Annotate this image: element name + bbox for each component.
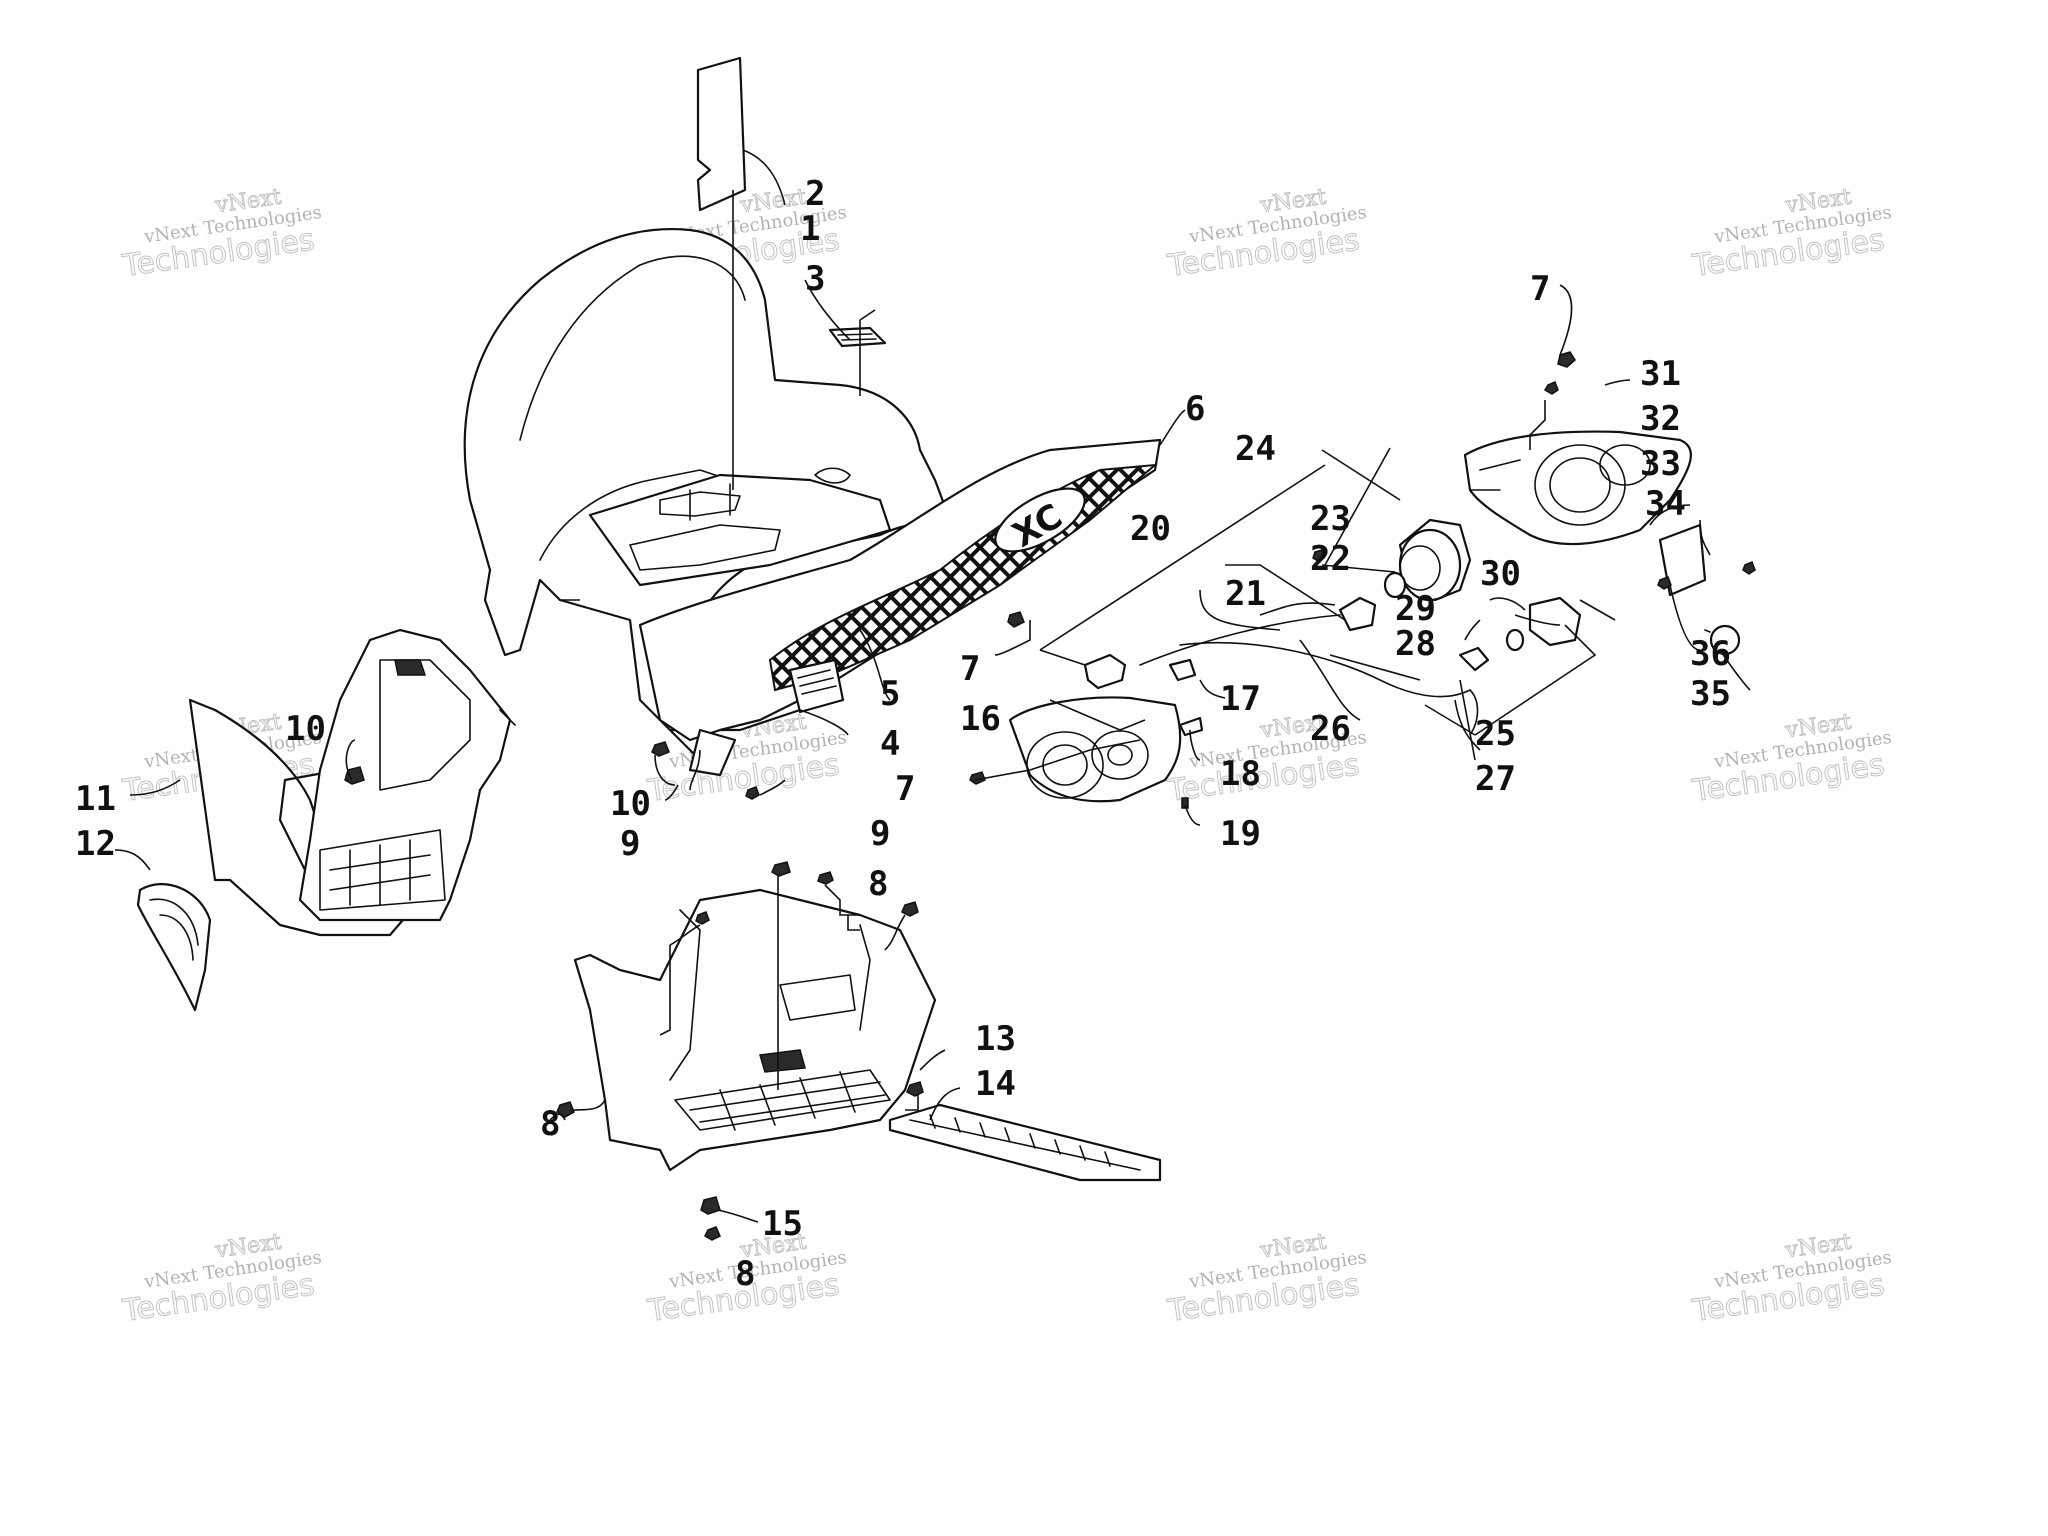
callout-6: 6 (1185, 389, 1205, 429)
callout-33: 33 (1640, 444, 1681, 484)
callout-16: 16 (960, 699, 1001, 739)
wire-harness (1139, 614, 1341, 666)
callout-1: 1 (800, 209, 820, 249)
callout-15: 15 (762, 1204, 803, 1244)
callout-29: 29 (1395, 589, 1436, 629)
callout-7: 7 (1530, 269, 1550, 309)
callout-4: 4 (880, 724, 900, 764)
screw (1181, 797, 1189, 809)
step-plate (888, 1103, 1162, 1182)
bulb (1505, 628, 1525, 652)
light-housing-upper (1463, 430, 1692, 546)
decal (696, 56, 747, 212)
clip (1168, 658, 1197, 682)
callout-14: 14 (975, 1064, 1016, 1104)
callout-34: 34 (1645, 484, 1686, 524)
callout-19: 19 (1220, 814, 1261, 854)
callout-32: 32 (1640, 399, 1681, 439)
clip (1178, 716, 1204, 737)
callout-10: 10 (285, 709, 326, 749)
callout-17: 17 (1220, 679, 1261, 719)
callout-23: 23 (1310, 499, 1351, 539)
side-panel: XC (638, 438, 1162, 777)
callout-36: 36 (1690, 634, 1731, 674)
callout-11: 11 (75, 779, 116, 819)
footrest (573, 888, 937, 1172)
callout-3: 3 (805, 259, 825, 299)
reflector (1398, 518, 1472, 602)
callout-18: 18 (1220, 754, 1261, 794)
callout-25: 25 (1475, 714, 1516, 754)
callout-2: 2 (805, 174, 825, 214)
bracket (1658, 523, 1707, 597)
socket (1338, 596, 1377, 632)
callout-24: 24 (1235, 429, 1276, 469)
callout-22: 22 (1310, 539, 1351, 579)
callout-26: 26 (1310, 709, 1351, 749)
leader-lines (114, 149, 1751, 1223)
callout-8: 8 (868, 864, 888, 904)
callout-7: 7 (960, 649, 980, 689)
callout-9: 9 (620, 824, 640, 864)
callout-9: 9 (870, 814, 890, 854)
reflector (1528, 596, 1582, 647)
callout-7: 7 (895, 769, 915, 809)
callout-30: 30 (1480, 554, 1521, 594)
callout-20: 20 (1130, 509, 1171, 549)
bulb (1383, 571, 1407, 599)
warning-label (788, 658, 845, 714)
callout-12: 12 (75, 824, 116, 864)
callout-13: 13 (975, 1019, 1016, 1059)
callout-31: 31 (1640, 354, 1681, 394)
callout-5: 5 (880, 674, 900, 714)
callout-8: 8 (735, 1254, 755, 1294)
callout-27: 27 (1475, 759, 1516, 799)
callout-21: 21 (1225, 574, 1266, 614)
callout-10: 10 (610, 784, 651, 824)
left-side-panel (188, 628, 516, 937)
cover-plate (136, 883, 212, 1012)
decal (828, 326, 887, 348)
knob (1709, 624, 1741, 656)
callout-35: 35 (1690, 674, 1731, 714)
socket (1458, 646, 1490, 672)
hardware (344, 351, 1756, 1241)
callout-8: 8 (540, 1104, 560, 1144)
connector (1083, 653, 1127, 690)
callout-28: 28 (1395, 624, 1436, 664)
